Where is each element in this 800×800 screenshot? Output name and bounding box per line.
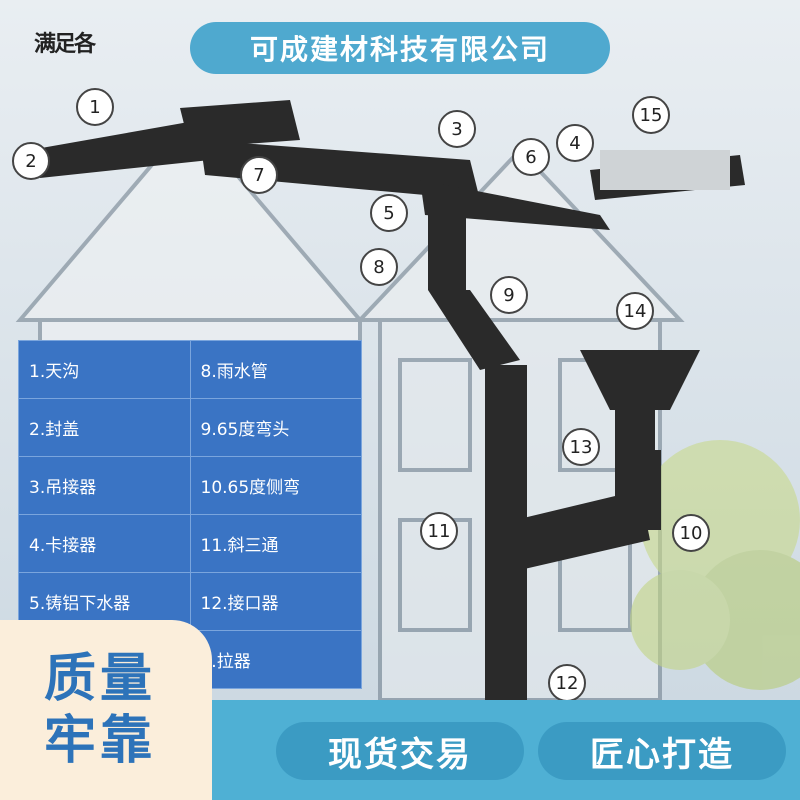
- callout-1: 1: [76, 88, 114, 126]
- callout-11: 11: [420, 512, 458, 550]
- table-cell: 8.雨水管: [189, 340, 362, 399]
- table-row: 5.铸铝下水器 12.接口器: [18, 572, 362, 631]
- badge-line-2: 牢靠: [44, 711, 157, 771]
- callout-14: 14: [616, 292, 654, 330]
- callout-8: 8: [360, 248, 398, 286]
- table-row: 4.卡接器 11.斜三通: [18, 514, 362, 573]
- callout-5: 5: [370, 194, 408, 232]
- callout-10: 10: [672, 514, 710, 552]
- callout-6: 6: [512, 138, 550, 176]
- callout-15: 15: [632, 96, 670, 134]
- callout-3: 3: [438, 110, 476, 148]
- slogan-left: 现货交易: [276, 722, 524, 780]
- table-cell: 9.65度弯头: [189, 398, 362, 457]
- table-cell: 4.卡接器: [18, 514, 191, 573]
- callout-2: 2: [12, 142, 50, 180]
- callout-9: 9: [490, 276, 528, 314]
- table-cell: 12.接口器: [189, 572, 362, 631]
- callout-13: 13: [562, 428, 600, 466]
- table-row: 3.吊接器 10.65度侧弯: [18, 456, 362, 515]
- slogan-right: 匠心打造: [538, 722, 786, 780]
- corner-text: 满足各: [34, 32, 96, 57]
- tree-background: [630, 440, 800, 690]
- table-cell: ...拉器: [189, 630, 362, 689]
- callout-12: 12: [548, 664, 586, 702]
- table-cell: 1.天沟: [18, 340, 191, 399]
- quality-badge-text: 质量 牢靠: [44, 648, 184, 772]
- company-banner: 可成建材科技有限公司: [190, 22, 610, 74]
- table-row: 2.封盖 9.65度弯头: [18, 398, 362, 457]
- table-cell: 11.斜三通: [189, 514, 362, 573]
- table-cell: 10.65度侧弯: [189, 456, 362, 515]
- badge-line-1: 质量: [44, 649, 157, 709]
- quality-badge: [0, 620, 212, 800]
- table-cell: 3.吊接器: [18, 456, 191, 515]
- gutter-guard-mesh: [600, 150, 730, 190]
- gutter-system: [30, 100, 745, 705]
- table-row: 1.天沟 8.雨水管: [18, 340, 362, 399]
- table-cell: 2.封盖: [18, 398, 191, 457]
- callout-4: 4: [556, 124, 594, 162]
- callout-7: 7: [240, 156, 278, 194]
